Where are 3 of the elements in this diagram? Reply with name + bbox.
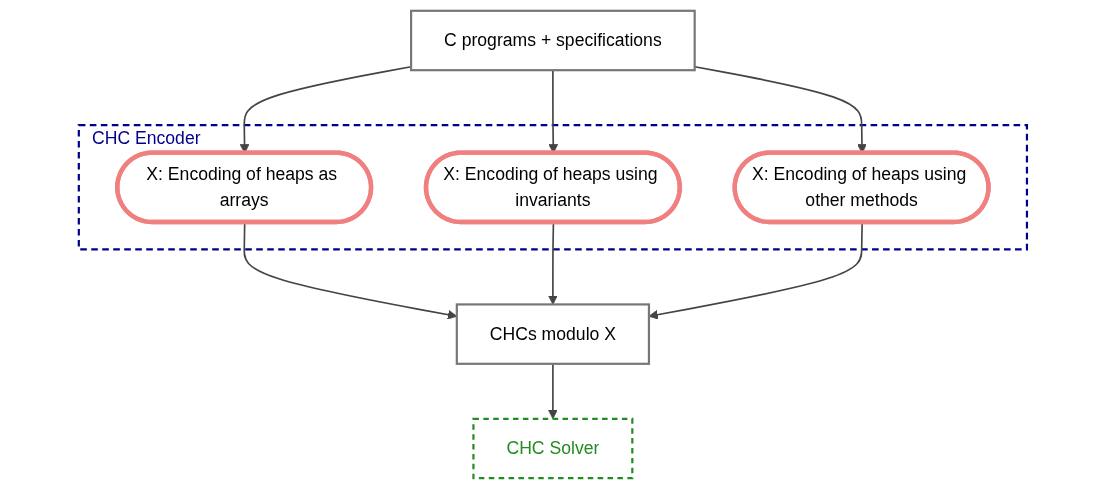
node-box: CHCs modulo X xyxy=(455,303,651,365)
node-box: C programs + specifications xyxy=(410,9,696,72)
node-box: CHC Solver xyxy=(472,417,634,480)
